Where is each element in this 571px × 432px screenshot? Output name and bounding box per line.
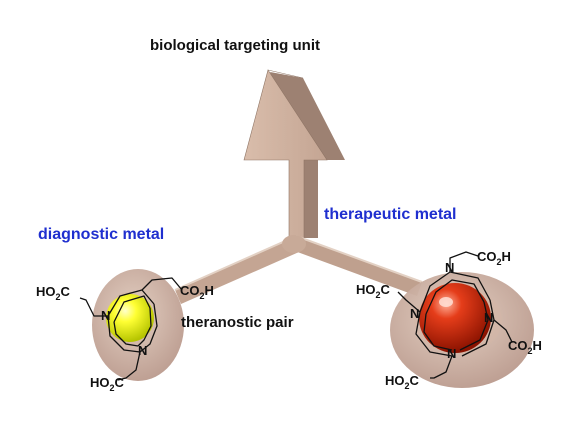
diagnostic-macrocycle [79, 277, 183, 381]
diagnostic-metal-sphere [106, 294, 154, 342]
nitrogen-label: N [101, 308, 110, 323]
diagnostic-chelate: N N HO2C HO2C CO2H [36, 269, 214, 393]
co2h-label-top: CO2H [477, 249, 511, 267]
targeting-unit-label: biological targeting unit [150, 37, 320, 54]
nitrogen-label: N [484, 310, 493, 325]
diagnostic-metal-label: diagnostic metal [38, 226, 164, 243]
therapeutic-metal-label: therapeutic metal [324, 206, 456, 223]
ho2c-label-top: HO2C [36, 284, 71, 302]
therapeutic-macrocycle [397, 251, 513, 379]
co2h-label: CO2H [180, 283, 214, 301]
nitrogen-label: N [410, 306, 419, 321]
linker-arms [174, 235, 423, 304]
ho2c-label-bottom: HO2C [90, 375, 125, 393]
therapeutic-metal-sphere [419, 283, 491, 353]
nitrogen-label: N [445, 260, 454, 275]
co2h-label-right: CO2H [508, 338, 542, 356]
nitrogen-label: N [447, 346, 456, 361]
therapeutic-chelate: N N N N CO2H HO2C CO2H HO2C [356, 249, 542, 391]
theranostic-pair-label: theranostic pair [181, 314, 294, 331]
nitrogen-label: N [138, 343, 147, 358]
ho2c-label-left: HO2C [356, 282, 391, 300]
ho2c-label-bottom: HO2C [385, 373, 420, 391]
